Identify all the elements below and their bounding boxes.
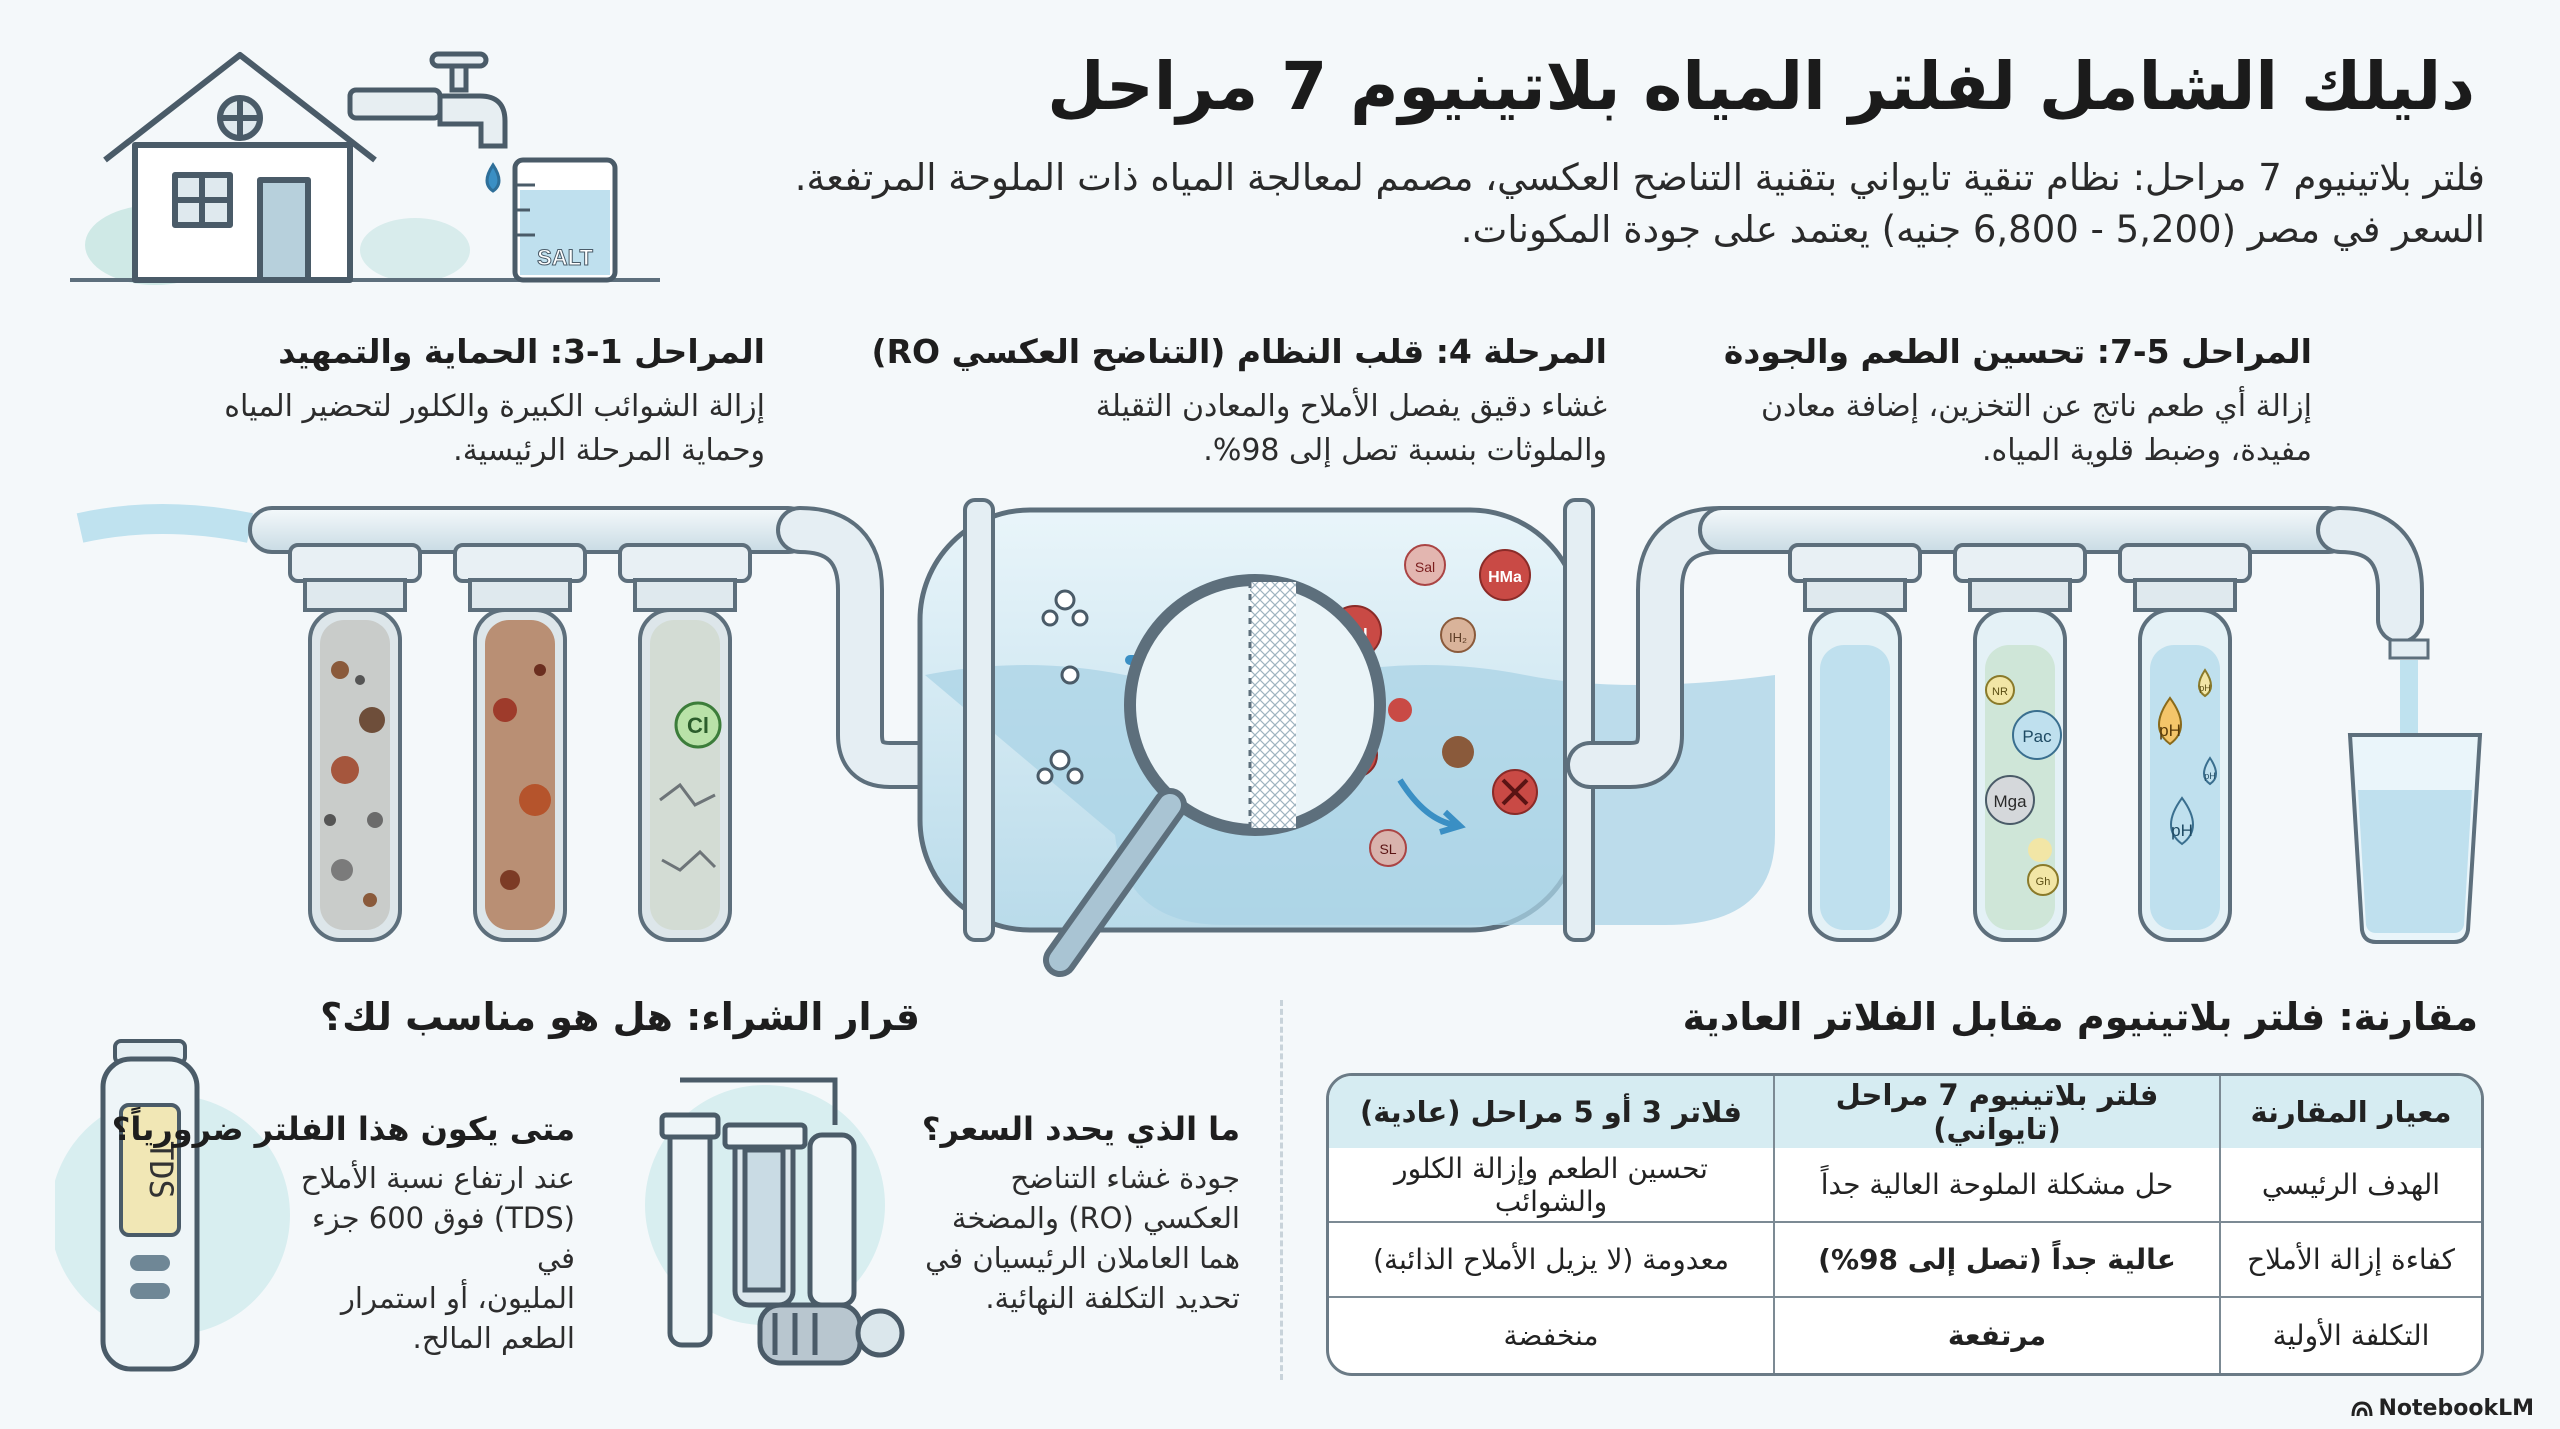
table-cell: حل مشكلة الملوحة العالية جداً [1773,1148,2219,1223]
stage-1-3-desc: إزالة الشوائب الكبيرة والكلور لتحضير الم… [205,385,765,473]
table-row: الهدف الرئيسي حل مشكلة الملوحة العالية ج… [1329,1148,2481,1223]
pac-mineral-label: Pac [2022,727,2052,746]
sal-particle-label-a: Sal [1415,559,1435,575]
when-needed-line-4: الطعم المالح. [412,1321,575,1355]
water-drop-icon [485,162,501,193]
when-needed-line-2: (TDS) فوق 600 جزء في [311,1201,575,1275]
when-needed-block: متى يكون هذا الفلتر ضرورياً؟ عند ارتفاع … [111,1110,575,1358]
comparison-table: معيار المقارنة فلتر بلاتينيوم 7 مراحل (ت… [1326,1073,2484,1376]
price-factors-line-1: جودة غشاء التناضح [1010,1161,1240,1195]
section-divider [1280,1000,1283,1380]
stage-4-desc-line-2: والملوثات بنسبة تصل إلى 98%. [1203,433,1607,468]
nr-mineral-label: NR [1992,686,2008,698]
magnifier-icon [1043,574,1386,977]
ph-drop-label-c: pH [2204,771,2216,781]
page-subtitle: فلتر بلاتينيوم 7 مراحل: نظام تنقية تايوا… [565,152,2485,256]
stage-1-3-title: المراحل 1-3: الحماية والتمهيد [278,332,765,371]
stage-4-block: المرحلة 4: قلب النظام (التناضح العكسي RO… [871,332,1607,473]
water-tap-icon [347,51,508,149]
stage-5-7-desc-line-1: إزالة أي طعم ناتج عن التخزين، إضافة معاد… [1761,389,2312,424]
water-glass-icon [2347,733,2483,944]
gh-mineral-label: Gh [2036,876,2051,888]
tds-meter-illustration: TDS [55,1039,290,1372]
comparison-header-criteria: معيار المقارنة [2219,1076,2481,1148]
stage-1-3-desc-line-2: وحماية المرحلة الرئيسية. [453,433,765,468]
when-needed-line-1: عند ارتفاع نسبة الأملاح [300,1161,575,1195]
hma-particle-label: HMa [1488,569,1522,586]
table-cell: كفاءة إزالة الأملاح [2219,1223,2481,1298]
stage-5-cartridge [1788,543,1922,942]
table-cell: مرتفعة [1773,1298,2219,1373]
tds-meter-display: TDS [142,1141,180,1199]
ph-drop-label-a: pH [2199,683,2211,693]
left-manifold-pipe [248,506,974,789]
house-tap-illustration: SALT [70,51,660,285]
house-icon [103,52,377,283]
ro-unit-icon [659,1077,905,1366]
subtitle-line-1: فلتر بلاتينيوم 7 مراحل: نظام تنقية تايوا… [794,156,2485,199]
stage-2-cartridge [453,543,587,942]
table-cell: عالية جداً (تصل إلى 98%) [1773,1223,2219,1298]
bush-right [360,218,470,282]
table-cell: منخفضة [1503,1319,1599,1352]
when-needed-body: عند ارتفاع نسبة الأملاح (TDS) فوق 600 جز… [275,1158,575,1358]
stage-1-3-block: المراحل 1-3: الحماية والتمهيد إزالة الشو… [205,332,765,473]
brand-watermark: NotebookLM [2351,1396,2534,1421]
salt-label: SALT [537,245,593,270]
subtitle-line-2: السعر في مصر (5,200 - 6,800 جنيه) يعتمد … [1460,208,2485,251]
comparison-header-row: معيار المقارنة فلتر بلاتينيوم 7 مراحل (ت… [1329,1076,2481,1148]
purchase-section-title: قرار الشراء: هل هو مناسب لك؟ [320,995,920,1039]
price-factors-line-4: تحديد التكلفة النهائية. [985,1281,1240,1315]
table-row: كفاءة إزالة الأملاح عالية جداً (تصل إلى … [1329,1223,2481,1298]
tds-meter-icon: TDS [100,1039,200,1372]
notebooklm-logo-icon [2351,1400,2373,1416]
stage-4-title: المرحلة 4: قلب النظام (التناضح العكسي RO… [871,332,1607,371]
stage-4-desc-line-1: غشاء دقيق يفصل الأملاح والمعادن الثقيلة [1095,389,1607,424]
brand-label: NotebookLM [2378,1396,2534,1421]
price-factors-title: ما الذي يحدد السعر؟ [921,1110,1240,1148]
ph-drop-label-b: pH [2159,721,2181,740]
filtration-system-illustration: Cl Sal HMa Sal IH₂ O₂ SL [76,498,2483,977]
when-needed-line-3: المليون، أو استمرار [340,1281,575,1315]
price-factors-line-3: هما العاملان الرئيسيان في [925,1241,1240,1275]
stage-3-cartridge: Cl [618,543,752,942]
stage-7-cartridge: pH pH pH pH [2118,543,2252,942]
stage-5-7-desc-line-2: مفيدة، وضبط قلوية المياه. [1981,433,2312,468]
stage-5-7-desc: إزالة أي طعم ناتج عن التخزين، إضافة معاد… [1712,385,2312,473]
price-factors-block: ما الذي يحدد السعر؟ جودة غشاء التناضح ال… [880,1110,1240,1318]
price-factors-body: جودة غشاء التناضح العكسي (RO) والمضخة هم… [880,1158,1240,1318]
chlorine-label: Cl [687,713,709,738]
beaker-icon: SALT [512,157,618,283]
table-cell: تحسين الطعم وإزالة الكلور والشوائب [1329,1148,1773,1223]
incoming-water-stream [76,504,253,543]
right-manifold-pipe [1566,506,2430,789]
comparison-header-regular: فلاتر 3 أو 5 مراحل (عادية) [1329,1076,1773,1148]
table-cell: معدومة (لا يزيل الأملاح الذائبة) [1329,1223,1773,1298]
price-factors-line-2: العكسي (RO) والمضخة [951,1201,1240,1235]
stage-1-cartridge [288,543,422,942]
ro-unit-pump-illustration [645,1077,905,1366]
table-cell: التكلفة الأولية [2219,1298,2481,1373]
stage-6-cartridge: NR Pac Mga Gh [1953,543,2087,942]
chlorine-particle [674,701,722,749]
stage-5-7-block: المراحل 5-7: تحسين الطعم والجودة إزالة أ… [1712,332,2312,473]
stage-4-desc: غشاء دقيق يفصل الأملاح والمعادن الثقيلة … [927,385,1607,473]
mga-mineral-label: Mga [1993,792,2027,811]
ph-drop-label-d: pH [2171,821,2193,840]
comparison-section-title: مقارنة: فلتر بلاتينيوم مقابل الفلاتر الع… [1682,995,2478,1039]
page-title: دليلك الشامل لفلتر المياه بلاتينيوم 7 مر… [1047,48,2475,125]
when-needed-title: متى يكون هذا الفلتر ضرورياً؟ [111,1110,575,1148]
table-row: التكلفة الأولية مرتفعة منخفضة [1329,1298,2481,1373]
sl-particle-label: SL [1379,841,1396,857]
table-cell: الهدف الرئيسي [2219,1148,2481,1223]
stage-1-3-desc-line-1: إزالة الشوائب الكبيرة والكلور لتحضير الم… [224,389,765,424]
comparison-header-platinum: فلتر بلاتينيوم 7 مراحل (تايواني) [1773,1076,2219,1148]
ih-particle-label: IH₂ [1449,630,1467,645]
stage-5-7-title: المراحل 5-7: تحسين الطعم والجودة [1723,332,2312,371]
